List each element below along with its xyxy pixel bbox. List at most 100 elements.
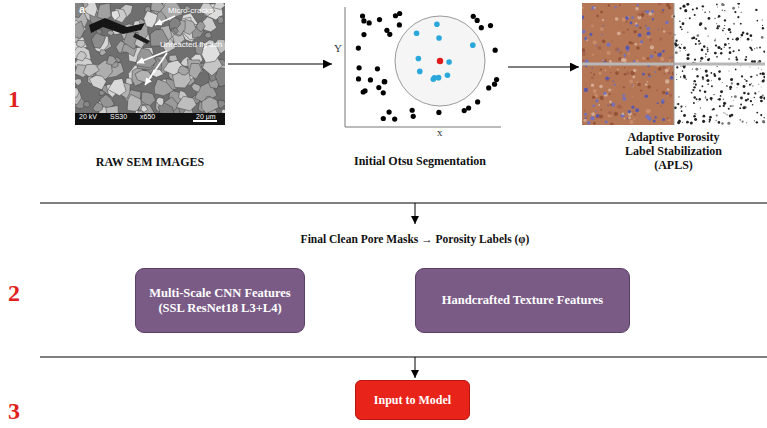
pore-speck: [687, 54, 690, 57]
texture-speck: [657, 90, 658, 91]
texture-speck: [661, 28, 662, 29]
stage-heading: Final Clean Pore Masks → Porosity Labels…: [200, 233, 630, 245]
data-point: [486, 85, 491, 90]
pore-speck: [730, 105, 732, 107]
pore-speck: [694, 14, 696, 16]
texture-speck: [615, 71, 619, 75]
texture-speck: [633, 60, 635, 62]
pore-speck: [706, 74, 709, 77]
pore-speck: [735, 38, 738, 41]
sem-grain: [154, 79, 173, 96]
data-point: [386, 110, 391, 115]
texture-speck: [594, 7, 596, 9]
pore-speck: [721, 3, 724, 6]
pore-speck: [724, 10, 725, 11]
pore-speck: [739, 107, 741, 109]
texture-speck: [620, 113, 624, 117]
pore-speck: [707, 51, 708, 52]
pore-speck: [764, 122, 765, 123]
texture-speck: [649, 39, 652, 42]
texture-speck: [651, 10, 654, 13]
data-point: [436, 110, 441, 115]
pore-speck: [695, 68, 698, 71]
pore-speck: [675, 40, 677, 42]
pore-speck: [714, 40, 716, 42]
texture-speck: [609, 60, 612, 63]
sem-grain: [218, 100, 225, 109]
pore-speck: [746, 122, 747, 123]
sem-grain: [169, 17, 180, 29]
sem-grain: [205, 32, 212, 38]
pore-speck: [729, 115, 732, 118]
texture-speck: [605, 120, 608, 123]
pore-speck: [755, 9, 757, 11]
texture-speck: [670, 57, 671, 58]
pore-speck: [717, 6, 719, 8]
texture-speck: [645, 95, 648, 98]
pore-speck: [691, 122, 693, 124]
pore-speck: [708, 17, 711, 20]
pore-speck: [719, 105, 721, 107]
pore-speck: [726, 114, 727, 115]
texture-speck: [663, 30, 666, 33]
texture-speck: [645, 83, 647, 85]
data-point: [471, 14, 476, 19]
pore-speck: [729, 31, 731, 33]
pore-speck: [729, 47, 731, 49]
sem-grain: [76, 40, 85, 47]
pore-speck: [716, 56, 718, 58]
pore-speck: [759, 47, 761, 49]
texture-speck: [607, 105, 609, 107]
pore-speck: [704, 12, 706, 14]
texture-speck: [658, 29, 659, 30]
texture-speck: [657, 102, 659, 104]
figure-panel: Adaptive Porosity Label Stabilization (A…: [582, 3, 765, 172]
pore-speck: [758, 91, 760, 93]
data-point: [488, 23, 493, 28]
pore-speck: [693, 83, 694, 84]
texture-speck: [591, 25, 593, 27]
pore-speck: [675, 47, 676, 48]
texture-speck: [631, 42, 633, 44]
sem-grain: [111, 10, 119, 20]
box-label: Input to Model: [374, 393, 451, 407]
pore-speck: [718, 98, 721, 101]
flow-arrow: [228, 63, 332, 64]
down-arrow: [415, 357, 416, 378]
pore-speck: [715, 44, 717, 46]
pore-speck: [681, 110, 683, 112]
pore-speck: [732, 105, 733, 106]
figure-caption: Adaptive Porosity Label Stabilization (A…: [613, 130, 735, 172]
texture-speck: [662, 50, 665, 53]
x-axis: [345, 127, 501, 128]
texture-speck: [622, 113, 625, 116]
pore-speck: [707, 47, 709, 49]
sem-grain: [108, 78, 126, 95]
pore-speck: [752, 104, 754, 106]
texture-speck: [631, 85, 634, 88]
texture-speck: [591, 67, 592, 68]
illustration: [335, 3, 505, 131]
pore-speck: [685, 18, 686, 19]
pore-speck: [723, 28, 724, 29]
pore-speck: [762, 27, 764, 29]
sem-crack: [89, 18, 145, 34]
pore-speck: [698, 40, 700, 42]
texture-speck: [599, 114, 603, 118]
pore-speck: [741, 12, 742, 13]
pore-speck: [691, 92, 693, 94]
pore-speck: [695, 38, 697, 40]
data-point: [387, 32, 392, 37]
texture-speck: [659, 37, 662, 40]
pore-speck: [682, 70, 684, 72]
pore-speck: [676, 66, 678, 68]
pore-speck: [723, 102, 726, 105]
data-point: [367, 20, 372, 25]
center-point: [437, 58, 443, 64]
pore-speck: [676, 73, 678, 75]
sem-grain: [151, 3, 165, 12]
texture-speck: [603, 25, 604, 26]
texture-speck: [612, 89, 614, 91]
pore-speck: [740, 23, 742, 25]
texture-speck: [624, 54, 627, 57]
